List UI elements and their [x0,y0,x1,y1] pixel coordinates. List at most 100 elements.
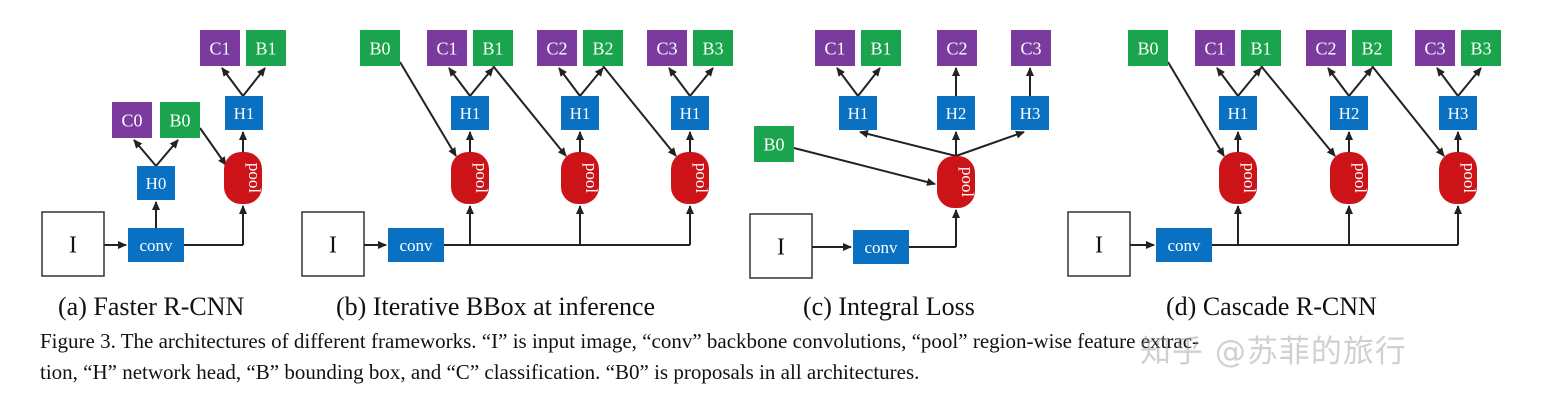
panel-b-edge-head-b2 [579,67,604,97]
panel-d-out-c3: C3 [1415,30,1455,66]
panel-b-out-b3: B3 [693,30,733,66]
panel-a-input-image-label: I [69,232,77,258]
panel-b-input-image-label: I [329,232,337,258]
panel-c-input-image: I [749,213,813,279]
panel-a-edge-head1-b1 [242,67,266,97]
panel-a-conv-label: conv [139,236,173,255]
panel-b-edge-box-pool-1 [399,61,457,157]
panel-a-input-image: I [41,211,105,277]
watermark: 知乎 @苏菲的旅行 [1140,334,1407,370]
panel-a-out-c1-label: C1 [209,38,230,58]
panel-b-edge-head-c3 [668,67,691,97]
figure-caption: Figure 3. The architectures of different… [40,326,1540,388]
panel-a-head-0: H0 [137,166,175,200]
panel-c-edge-pool-head-3 [955,130,1025,157]
panel-c-head-3: H3 [1011,96,1049,130]
panel-c-caption: (c) Integral Loss [803,292,975,321]
panel-b-out-b1: B1 [473,30,513,66]
panel-b-out-c2-label: C2 [546,38,567,58]
panel-b-out-c3: C3 [647,30,687,66]
panel-b-head-3-label: H1 [680,104,701,123]
panel-d-proposal-b0-label: B0 [1137,38,1158,58]
panel-a-head-0-label: H0 [146,174,167,193]
panel-c-edge-b0-pool [793,147,936,186]
panel-b-out-b2-label: B2 [592,38,613,58]
panel-d-out-b3-label: B3 [1470,38,1491,58]
figure-caption-line-1: Figure 3. The architectures of different… [40,329,1200,353]
panel-b-conv-label: conv [399,236,433,255]
panel-d-out-b2-label: B2 [1361,38,1382,58]
panel-d-out-c3-label: C3 [1424,38,1445,58]
panel-d-proposal-b0: B0 [1128,30,1168,66]
panel-c-out-c1: C1 [815,30,855,66]
panel-c-out-c1-label: C1 [824,38,845,58]
panel-b-edge-head-b1 [469,67,494,97]
panel-d-edge-head-c2 [1327,67,1350,97]
panel-b-pool-2-label: pool [582,163,601,194]
panel-a-out-c1: C1 [200,30,240,66]
panel-b-out-b2: B2 [583,30,623,66]
panel-d-out-b1-label: B1 [1250,38,1271,58]
panel-d-input-image-label: I [1095,232,1103,258]
panel-b-proposal-b0: B0 [360,30,400,66]
panel-c-head-3-label: H3 [1020,104,1041,123]
panel-b-out-c2: C2 [537,30,577,66]
panel-a-edge-head1-c1 [221,67,244,97]
panel-b-pool-3: pool [671,152,711,204]
panel-b-input-image: I [301,211,365,277]
panel-a-edge-head0-c0 [133,139,157,167]
panel-b-edge-head-b3 [689,67,714,97]
panel-d-pool-2: pool [1330,152,1370,204]
panel-d-edge-box-pool-3 [1371,65,1445,157]
panel-b-out-b1-label: B1 [482,38,503,58]
panel-b-out-c3-label: C3 [656,38,677,58]
panel-a-out-b0: B0 [160,102,200,138]
panel-d-pool-3: pool [1439,152,1479,204]
panel-a-head-1-label: H1 [234,104,255,123]
figure-caption-line-2: tion, “H” network head, “B” bounding box… [40,360,920,384]
panel-c-out-c2-label: C2 [946,38,967,58]
panel-c-head-2-label: H2 [946,104,967,123]
panel-a-edge-b0-pool [199,127,227,166]
panel-d-out-c1: C1 [1195,30,1235,66]
panel-d-pool-3-label: pool [1460,163,1479,194]
panel-b-head-1: H1 [451,96,489,130]
panel-a-out-c0-label: C0 [121,110,142,130]
panel-c-conv: conv [853,230,909,264]
panel-b-out-c1: C1 [427,30,467,66]
panel-b-head-3: H1 [671,96,709,130]
panel-a-out-b1: B1 [246,30,286,66]
panel-b-edge-head-c1 [448,67,471,97]
panel-a-pool: pool [224,152,264,204]
panel-d-input-image: I [1067,211,1131,277]
panel-b-edge-box-pool-3 [602,65,677,157]
panel-a-out-c0: C0 [112,102,152,138]
panel-c-edge-pool-head-1 [859,130,957,157]
panel-a-edge-head0-b0 [155,139,179,167]
panel-c-out-c2: C2 [937,30,977,66]
panel-b-out-b3-label: B3 [702,38,723,58]
panel-b-edge-box-pool-2 [492,65,567,157]
panel-b-pool-1: pool [451,152,491,204]
panel-d-caption: (d) Cascade R-CNN [1166,292,1377,321]
panel-a-pool-label: pool [245,163,264,194]
panel-b-pool-1-label: pool [472,163,491,194]
panel-c-pool: pool [937,156,977,208]
panel-d-head-3-label: H3 [1448,104,1469,123]
panel-b-pool-2: pool [561,152,601,204]
panel-b-head-2-label: H1 [570,104,591,123]
panel-c-head-1: H1 [839,96,877,130]
panel-d-edge-head-b3 [1457,67,1482,97]
panel-c-proposal-b0: B0 [754,126,794,162]
panel-d-head-1-label: H1 [1228,104,1249,123]
panel-d-edge-box-pool-2 [1260,65,1336,157]
panel-d-head-1: H1 [1219,96,1257,130]
panel-d-out-b2: B2 [1352,30,1392,66]
panel-c-head-2: H2 [937,96,975,130]
panel-c-proposal-b0-label: B0 [763,134,784,154]
panel-d-conv: conv [1156,228,1212,262]
panel-a-caption: (a) Faster R-CNN [58,292,245,321]
panel-b-edge-head-c2 [558,67,581,97]
panel-d-out-c2: C2 [1306,30,1346,66]
